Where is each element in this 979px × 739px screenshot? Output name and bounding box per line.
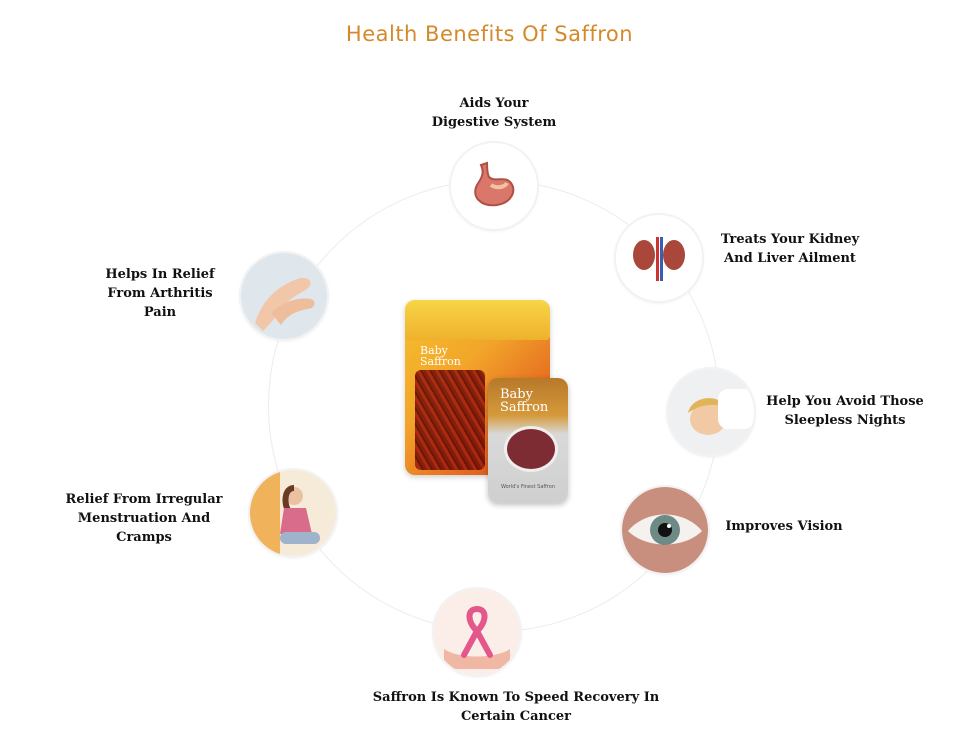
pack-disc — [504, 426, 558, 472]
label-line: Aids Your — [459, 96, 529, 111]
benefit-label-digestive: Aids Your Digestive System — [394, 94, 594, 132]
label-line: Relief From Irregular — [65, 492, 223, 507]
label-line: Cramps — [116, 530, 172, 545]
label-line: Digestive System — [431, 115, 557, 130]
kidney-icon — [616, 215, 702, 301]
label-line: Menstruation And — [77, 511, 211, 526]
brand-line: Baby — [420, 344, 448, 357]
label-line: Improves Vision — [725, 519, 843, 534]
benefit-label-vision: Improves Vision — [724, 517, 844, 536]
brand-line: Saffron — [500, 400, 549, 415]
stomach-icon — [451, 143, 537, 229]
label-line: Certain Cancer — [460, 709, 572, 724]
label-line: Pain — [143, 305, 177, 320]
benefit-label-menstruation: Relief From Irregular Menstruation And C… — [64, 490, 224, 547]
label-line: Treats Your Kidney — [720, 232, 860, 247]
label-line: Saffron Is Known To Speed Recovery In — [372, 690, 660, 705]
woman-cramps-icon — [250, 470, 336, 556]
pack-tagline: World's Finest Saffron — [500, 484, 556, 490]
benefit-label-arthritis: Helps In Relief From Arthritis Pain — [95, 265, 225, 322]
page-title: Health Benefits Of Saffron — [345, 22, 634, 46]
hands-icon — [241, 253, 327, 339]
brand-line: Baby — [500, 387, 533, 402]
eye-icon — [622, 487, 708, 573]
benefit-label-kidney: Treats Your Kidney And Liver Ailment — [715, 230, 865, 268]
benefit-label-sleep: Help You Avoid Those Sleepless Nights — [765, 392, 925, 430]
label-line: Helps In Relief — [105, 267, 215, 282]
saffron-threads-window — [415, 370, 485, 470]
label-line: Help You Avoid Those — [766, 394, 924, 409]
benefit-label-cancer: Saffron Is Known To Speed Recovery In Ce… — [366, 688, 666, 726]
tin-lid — [405, 300, 550, 340]
label-line: Sleepless Nights — [784, 413, 906, 428]
sleeping-child-icon — [668, 369, 754, 455]
label-line: From Arthritis — [107, 286, 213, 301]
label-line: And Liver Ailment — [724, 251, 856, 266]
brand-line: Saffron — [420, 355, 461, 368]
pink-ribbon-icon — [434, 589, 520, 675]
